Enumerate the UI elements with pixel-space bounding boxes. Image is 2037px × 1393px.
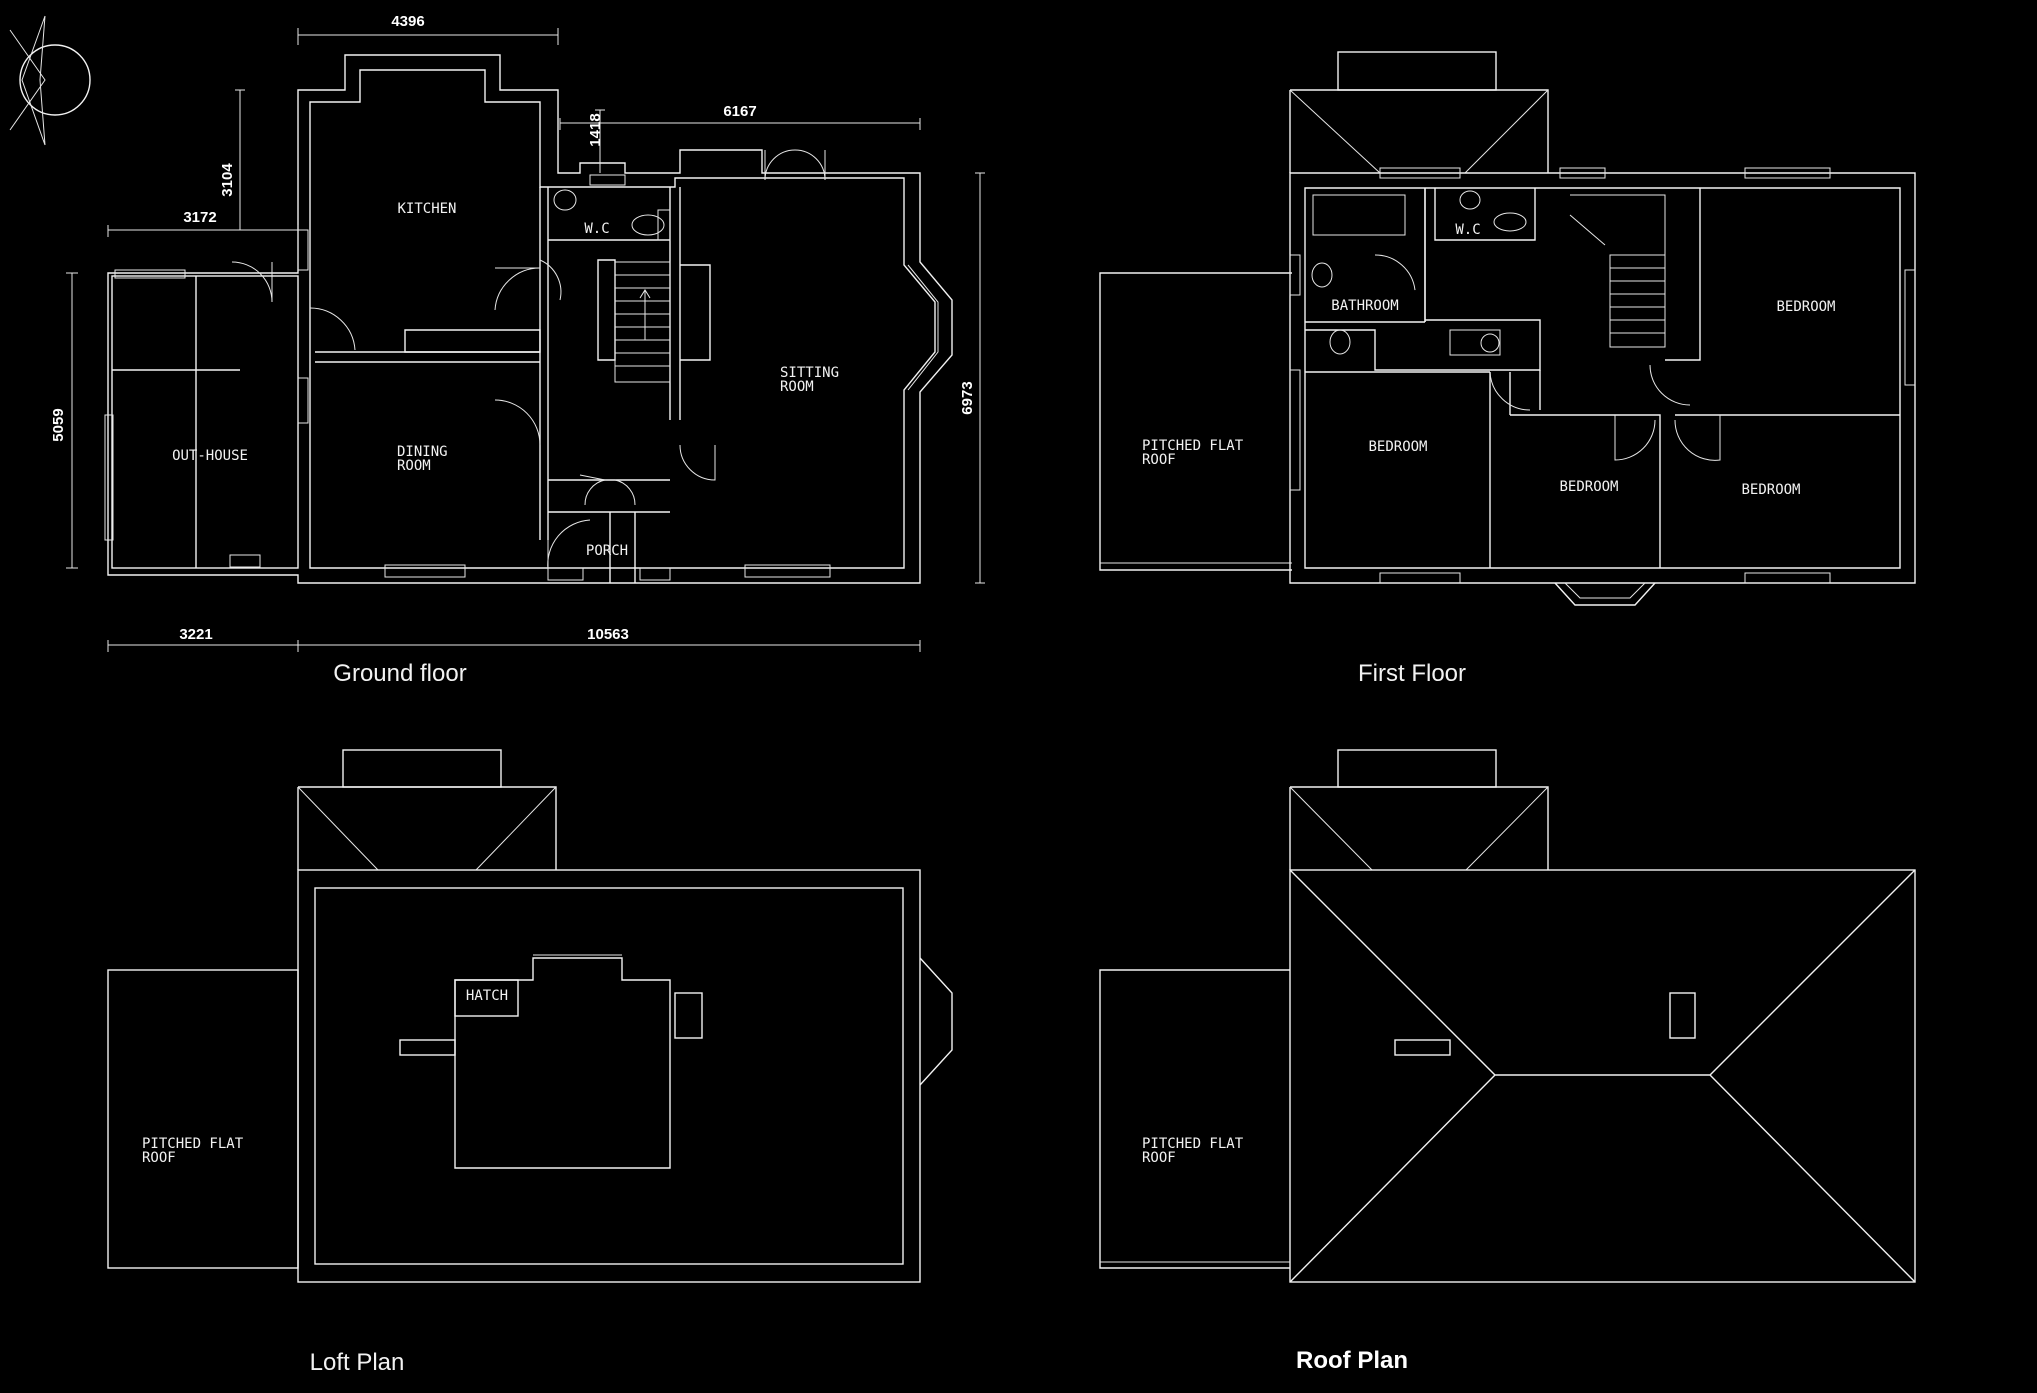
ground-stairs — [614, 261, 671, 383]
dim-6973: 6973 — [959, 381, 976, 414]
roof-plan-title: Roof Plan — [1296, 1347, 1408, 1374]
room-kitchen: KITCHEN — [397, 201, 456, 217]
loft-roof-line2: ROOF — [142, 1150, 176, 1166]
ff-roof-line1: PITCHED FLAT — [1142, 438, 1244, 454]
ff-roof-line2: ROOF — [1142, 452, 1176, 468]
dim-4396: 4396 — [391, 13, 424, 30]
ground-floor-title: Ground floor — [333, 660, 466, 687]
dim-5059: 5059 — [50, 408, 67, 441]
room-bathroom: BATHROOM — [1331, 298, 1398, 314]
room-wc: W.C — [584, 221, 609, 237]
north-arrow-icon — [9, 15, 91, 146]
first-stairs — [1569, 194, 1666, 348]
room-bedroom-d: BEDROOM — [1741, 482, 1800, 498]
loft-hatch-label: HATCH — [466, 988, 508, 1004]
loft-plan-title: Loft Plan — [310, 1349, 405, 1376]
roof-plan: PITCHED FLAT ROOF Roof Plan — [1099, 749, 1916, 1374]
room-sitting-line1: SITTING — [780, 365, 839, 381]
dim-10563: 10563 — [587, 626, 629, 643]
room-porch: PORCH — [586, 543, 628, 559]
dim-6167: 6167 — [723, 103, 756, 120]
roof-roof-line2: ROOF — [1142, 1150, 1176, 1166]
room-sitting-line2: ROOM — [780, 379, 814, 395]
loft-plan: HATCH PITCHED FLAT ROOF Loft Plan — [107, 749, 953, 1376]
dim-1418: 1418 — [587, 113, 604, 146]
room-dining-line1: DINING — [397, 444, 448, 460]
dim-3104: 3104 — [219, 163, 236, 197]
first-floor-title: First Floor — [1358, 660, 1466, 687]
roof-roof-line1: PITCHED FLAT — [1142, 1136, 1244, 1152]
ground-dimension-lines — [66, 28, 985, 652]
dim-3221: 3221 — [179, 626, 212, 643]
room-bedroom-b: BEDROOM — [1368, 439, 1427, 455]
ground-floor-plan: 4396 1418 6167 3104 3172 5059 6973 3221 … — [50, 13, 985, 687]
first-floor-plan: W.C BATHROOM BEDROOM BEDROOM BEDROOM BED… — [1099, 51, 1916, 687]
dim-3172: 3172 — [183, 209, 216, 226]
room-bedroom-a: BEDROOM — [1776, 299, 1835, 315]
room-bedroom-c: BEDROOM — [1559, 479, 1618, 495]
room-outhouse: OUT-HOUSE — [172, 448, 248, 464]
loft-roof-line1: PITCHED FLAT — [142, 1136, 244, 1152]
room-dining-line2: ROOM — [397, 458, 431, 474]
room-ff-wc: W.C — [1455, 222, 1480, 238]
